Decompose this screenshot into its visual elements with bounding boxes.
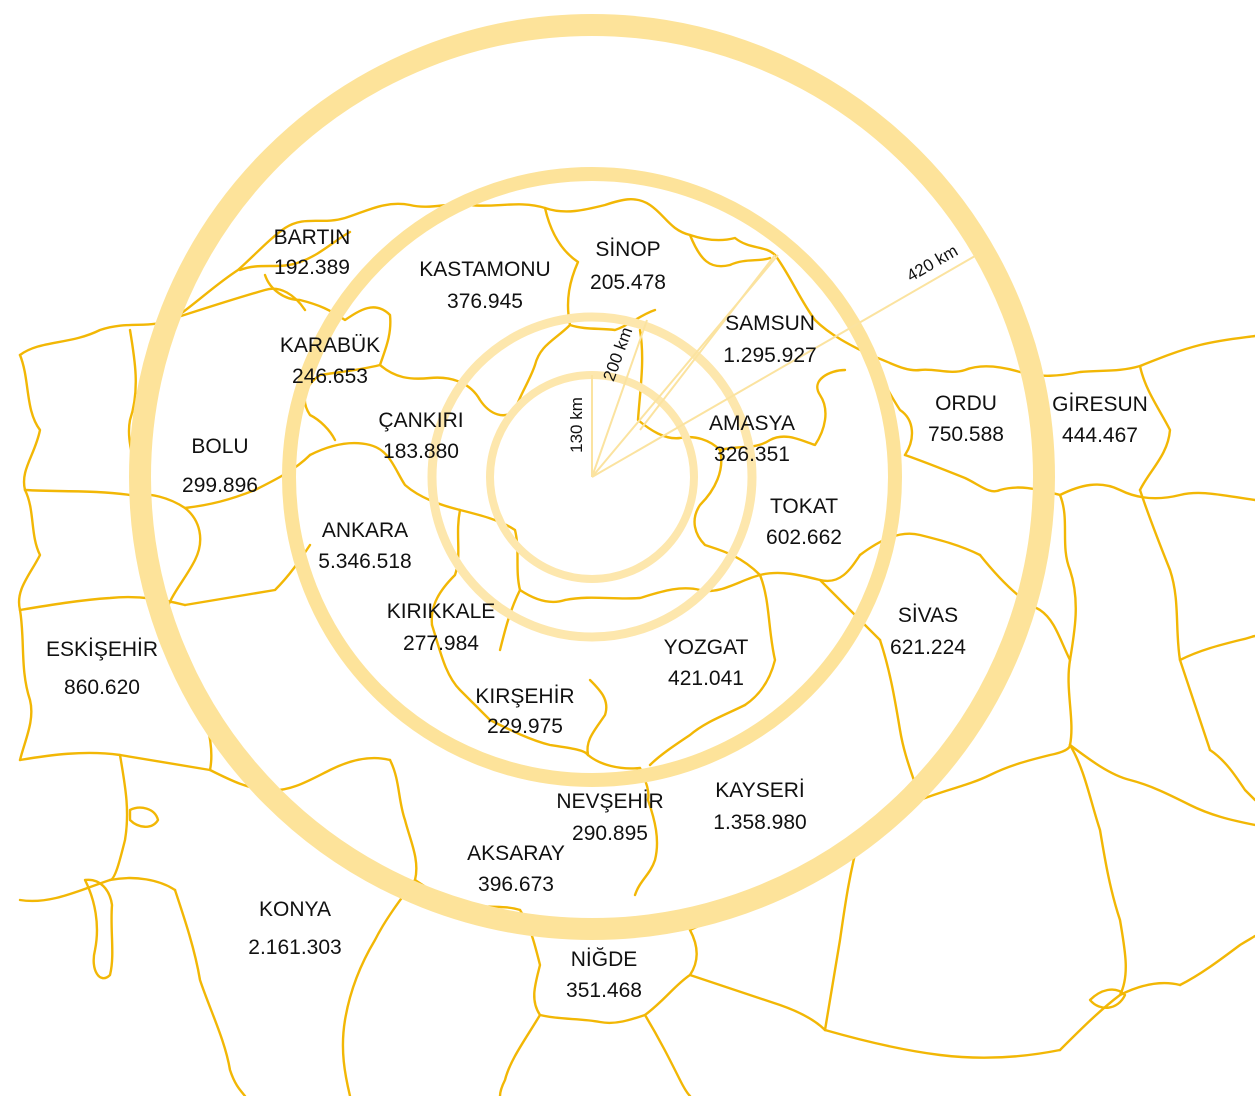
province-name: KASTAMONU <box>419 258 550 281</box>
ray-420km <box>591 255 976 478</box>
ray-extra <box>639 254 776 431</box>
province-name: ORDU <box>935 392 997 415</box>
province-samsun: SAMSUN 1.295.927 <box>723 312 816 367</box>
province-population: 290.895 <box>572 822 648 845</box>
province-population: 205.478 <box>590 271 666 294</box>
province-population: 246.653 <box>292 365 368 388</box>
radius-lines <box>591 254 976 478</box>
province-population: 326.351 <box>714 443 790 466</box>
province-karabuk: KARABÜK 246.653 <box>280 334 380 388</box>
province-amasya: AMASYA 326.351 <box>709 412 795 466</box>
province-ordu: ORDU 750.588 <box>928 392 1004 446</box>
province-name: TOKAT <box>770 495 838 518</box>
radius-label-420: 420 km <box>903 241 961 285</box>
province-name: KIRIKKALE <box>387 600 496 623</box>
province-labels: BARTIN 192.389 KASTAMONU 376.945 SİNOP 2… <box>46 226 1148 1002</box>
province-population: 277.984 <box>403 632 479 655</box>
province-yozgat: YOZGAT 421.041 <box>664 636 749 690</box>
province-cankiri: ÇANKIRI 183.880 <box>378 409 463 463</box>
province-name: NEVŞEHİR <box>556 790 663 813</box>
province-name: KIRŞEHİR <box>475 685 574 708</box>
province-population: 421.041 <box>668 667 744 690</box>
province-name: ESKİŞEHİR <box>46 638 158 661</box>
province-konya: KONYA 2.161.303 <box>248 898 341 959</box>
radius-label-130: 130 km <box>567 397 586 453</box>
province-name: GİRESUN <box>1052 393 1148 416</box>
province-name: AMASYA <box>709 412 795 435</box>
province-name: KAYSERİ <box>715 779 804 802</box>
province-nevsehir: NEVŞEHİR 290.895 <box>556 790 663 845</box>
province-kirikkale: KIRIKKALE 277.984 <box>387 600 496 655</box>
ray-200km <box>591 319 648 478</box>
province-population: 860.620 <box>64 676 140 699</box>
province-kirsehir: KIRŞEHİR 229.975 <box>475 685 574 738</box>
province-population: 396.673 <box>478 873 554 896</box>
province-ankara: ANKARA 5.346.518 <box>318 519 411 573</box>
province-bolu: BOLU 299.896 <box>182 435 258 497</box>
province-eskisehir: ESKİŞEHİR 860.620 <box>46 638 158 699</box>
province-population: 229.975 <box>487 715 563 738</box>
province-name: SAMSUN <box>725 312 815 335</box>
province-name: AKSARAY <box>467 842 565 865</box>
province-giresun: GİRESUN 444.467 <box>1052 393 1148 447</box>
province-name: ÇANKIRI <box>378 409 463 432</box>
province-tokat: TOKAT 602.662 <box>766 495 842 549</box>
province-population: 750.588 <box>928 423 1004 446</box>
province-name: ANKARA <box>322 519 408 542</box>
province-population: 183.880 <box>383 440 459 463</box>
province-population: 2.161.303 <box>248 936 341 959</box>
province-name: SİNOP <box>595 238 660 261</box>
province-kastamonu: KASTAMONU 376.945 <box>419 258 550 313</box>
province-population: 351.468 <box>566 979 642 1002</box>
province-borders <box>17 198 1255 1096</box>
province-name: NİĞDE <box>571 948 638 971</box>
province-aksaray: AKSARAY 396.673 <box>467 842 565 896</box>
province-population: 299.896 <box>182 474 258 497</box>
province-population: 1.295.927 <box>723 344 816 367</box>
ring-200km <box>282 167 902 787</box>
ring-420km <box>129 14 1055 940</box>
province-bartin: BARTIN 192.389 <box>274 226 351 279</box>
radius-label-200: 200 km <box>599 325 636 384</box>
province-population: 444.467 <box>1062 424 1138 447</box>
province-name: BARTIN <box>274 226 351 249</box>
province-name: SİVAS <box>898 604 958 627</box>
province-name: KONYA <box>259 898 331 921</box>
province-sinop: SİNOP 205.478 <box>590 238 666 294</box>
province-population: 192.389 <box>274 256 350 279</box>
province-name: YOZGAT <box>664 636 749 659</box>
province-name: KARABÜK <box>280 334 380 357</box>
province-name: BOLU <box>191 435 248 458</box>
ring-200km-inner <box>427 312 757 642</box>
province-sivas: SİVAS 621.224 <box>890 604 966 659</box>
province-population: 621.224 <box>890 636 966 659</box>
province-population: 1.358.980 <box>713 811 806 834</box>
province-population: 602.662 <box>766 526 842 549</box>
province-nigde: NİĞDE 351.468 <box>566 948 642 1002</box>
province-kayseri: KAYSERİ 1.358.980 <box>713 779 806 834</box>
province-population: 5.346.518 <box>318 550 411 573</box>
province-population: 376.945 <box>447 290 523 313</box>
